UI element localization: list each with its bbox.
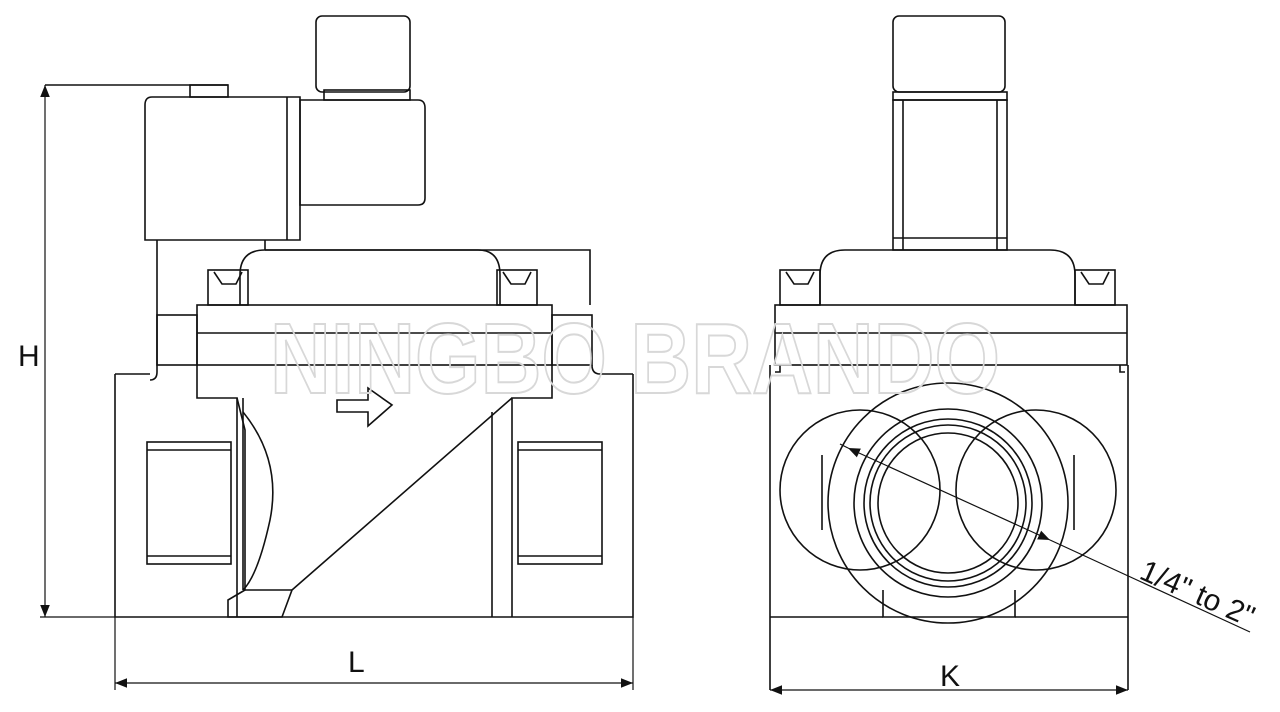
height-label: H — [18, 340, 40, 373]
connector-body — [299, 99, 426, 206]
dimension-lines — [40, 85, 1128, 695]
side-view — [45, 15, 634, 618]
flow-arrow-icon — [336, 386, 394, 428]
length-label: L — [348, 646, 365, 679]
front-view — [769, 15, 1251, 690]
coil — [144, 96, 301, 241]
port-size-label: 1/4" to 2" — [1135, 554, 1259, 634]
width-label: K — [940, 660, 960, 693]
watermark: NINGBO BRANDO — [270, 303, 1000, 415]
connector-plug — [315, 15, 411, 93]
